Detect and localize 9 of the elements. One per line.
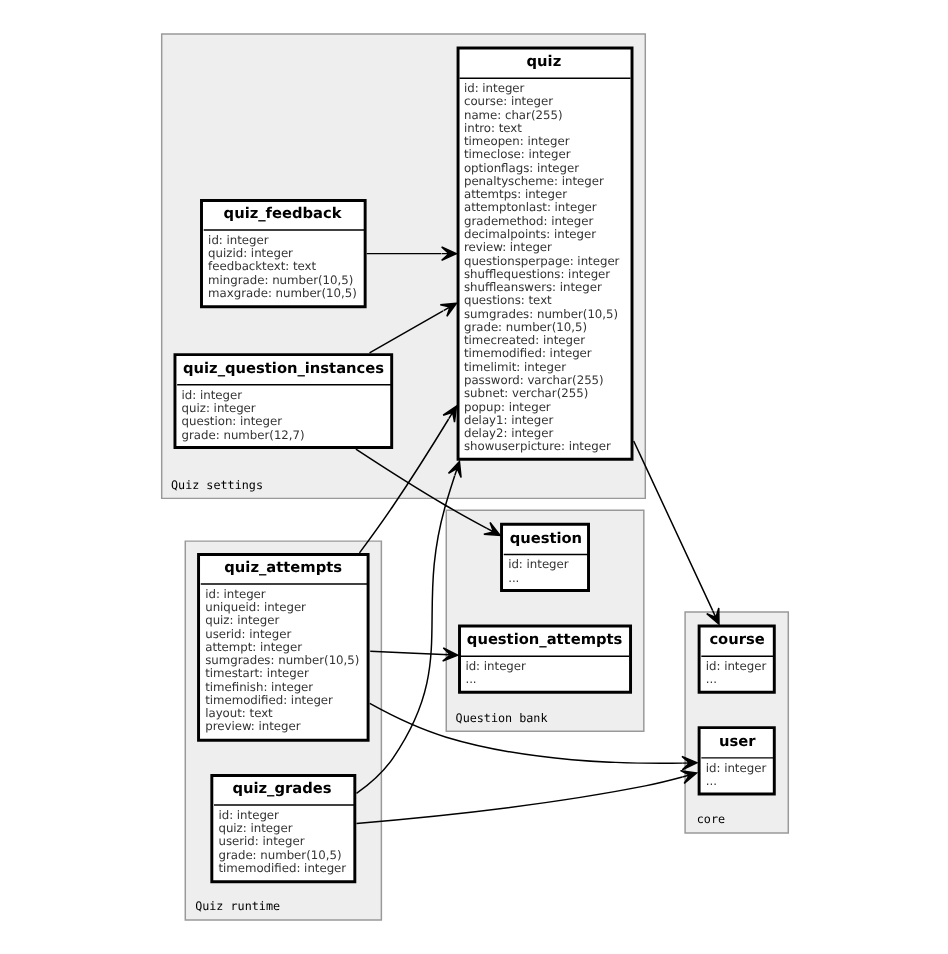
arrow [364, 246, 457, 261]
arrow [354, 460, 461, 795]
arrow [631, 440, 719, 625]
arrow [357, 405, 457, 554]
arrow [354, 769, 697, 825]
arrow [367, 302, 457, 354]
arrow [368, 647, 458, 662]
arrow [354, 448, 500, 537]
arrow [368, 702, 697, 771]
